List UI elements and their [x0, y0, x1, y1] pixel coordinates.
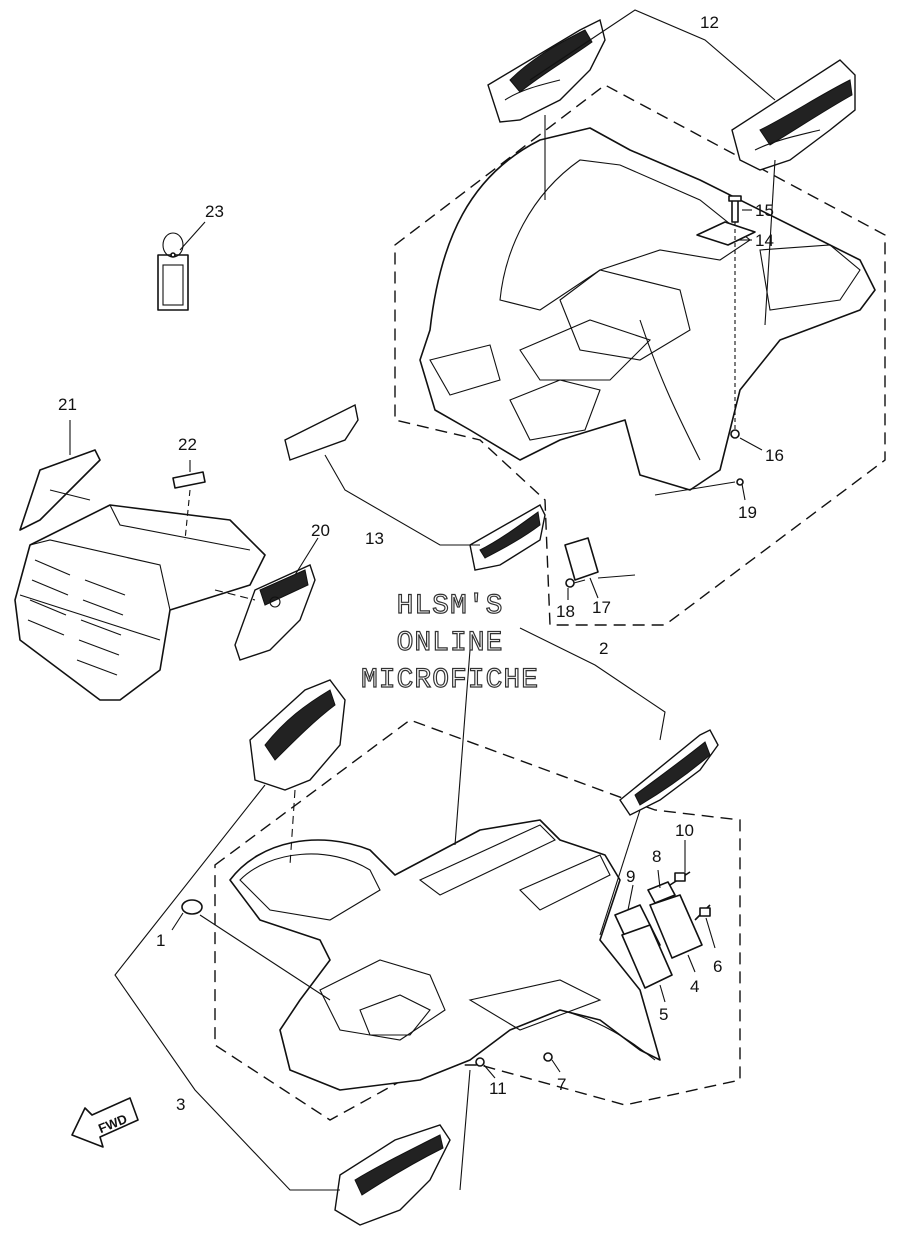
callout-12: 12 [700, 13, 719, 32]
leader-19b [654, 481, 736, 496]
callout-8: 8 [652, 847, 661, 866]
leader-11 [483, 1064, 496, 1079]
leader-22b [184, 489, 191, 541]
callout-6: 6 [713, 957, 722, 976]
leader-3c [459, 1069, 471, 1191]
leader-12 [529, 9, 776, 101]
callout-5: 5 [659, 1005, 668, 1024]
callout-7: 7 [557, 1075, 566, 1094]
callout-2: 2 [599, 639, 608, 658]
callout-19: 19 [738, 503, 757, 522]
leader-7 [551, 1059, 561, 1073]
bolt-15 [728, 195, 742, 430]
clip-7 [543, 1052, 553, 1062]
grille-slats [27, 559, 126, 676]
rear-fender [419, 127, 876, 491]
callout-23: 23 [205, 202, 224, 221]
leader-2c [599, 809, 641, 936]
leader-19 [741, 483, 746, 501]
callout-22: 22 [178, 435, 197, 454]
leader-23 [179, 221, 206, 251]
leader-17-fender [597, 574, 636, 579]
leader-12-b [764, 159, 776, 326]
callout-16: 16 [765, 446, 784, 465]
leader-6 [705, 917, 716, 949]
tag-23 [157, 232, 189, 311]
leader-1 [171, 912, 184, 931]
decal-2 [619, 729, 719, 816]
callout-labels: 1 2 3 4 5 6 7 8 9 10 11 12 13 14 15 16 1… [58, 13, 784, 1114]
headlight-housing [14, 504, 266, 701]
leader-17 [589, 577, 599, 599]
decal-20 [234, 564, 316, 661]
callout-14: 14 [755, 231, 774, 250]
decal-13-bottom [469, 504, 546, 571]
callout-4: 4 [690, 977, 699, 996]
leader-2b [454, 649, 471, 846]
label-22 [172, 471, 206, 489]
plate-4 [649, 894, 703, 959]
front-cover-21 [19, 449, 101, 531]
plate-5 [621, 924, 673, 989]
callout-15: 15 [755, 201, 774, 220]
callout-9: 9 [626, 867, 635, 886]
clip-11 [475, 1057, 485, 1067]
callout-10: 10 [675, 821, 694, 840]
callout-3: 3 [176, 1095, 185, 1114]
decal-3-top [249, 679, 346, 791]
leader-20 [294, 537, 319, 576]
callout-21: 21 [58, 395, 77, 414]
callout-17: 17 [592, 598, 611, 617]
plate-14 [696, 221, 756, 246]
leader-2 [519, 627, 666, 741]
grommet-16 [730, 429, 740, 439]
plate-8 [647, 881, 676, 904]
leader-1b [199, 914, 331, 1001]
callout-11: 11 [489, 1079, 507, 1098]
decal-12-right [731, 59, 856, 171]
watermark-line-1: HLSM'S [397, 591, 504, 622]
front-fender [229, 819, 661, 1091]
leader-9 [627, 884, 634, 911]
leader-3 [114, 784, 340, 1191]
fwd-arrow: FWD [71, 1097, 139, 1148]
screw-18 [565, 578, 586, 588]
decal-13-top [284, 403, 359, 461]
clip-19 [736, 478, 744, 486]
watermark-line-2: ONLINE [397, 628, 504, 659]
leader-5 [659, 984, 666, 1003]
callout-1: 1 [156, 931, 165, 950]
plate-17 [564, 537, 599, 581]
watermark-line-3: MICROFICHE [361, 665, 539, 696]
callout-20: 20 [311, 521, 330, 540]
decal-12-left [487, 18, 606, 123]
leader-16 [739, 437, 763, 451]
leader-4 [687, 954, 696, 973]
callout-18: 18 [556, 602, 575, 621]
leader-13 [324, 454, 480, 546]
leader-20b [214, 589, 256, 601]
cap-1 [181, 899, 203, 915]
bolt-6 [694, 904, 711, 921]
leader-8 [657, 869, 661, 889]
decal-3-bottom [334, 1124, 451, 1226]
bolt-10 [669, 871, 691, 886]
callout-13: 13 [365, 529, 384, 548]
watermark: HLSM'S ONLINE MICROFICHE [360, 590, 539, 696]
